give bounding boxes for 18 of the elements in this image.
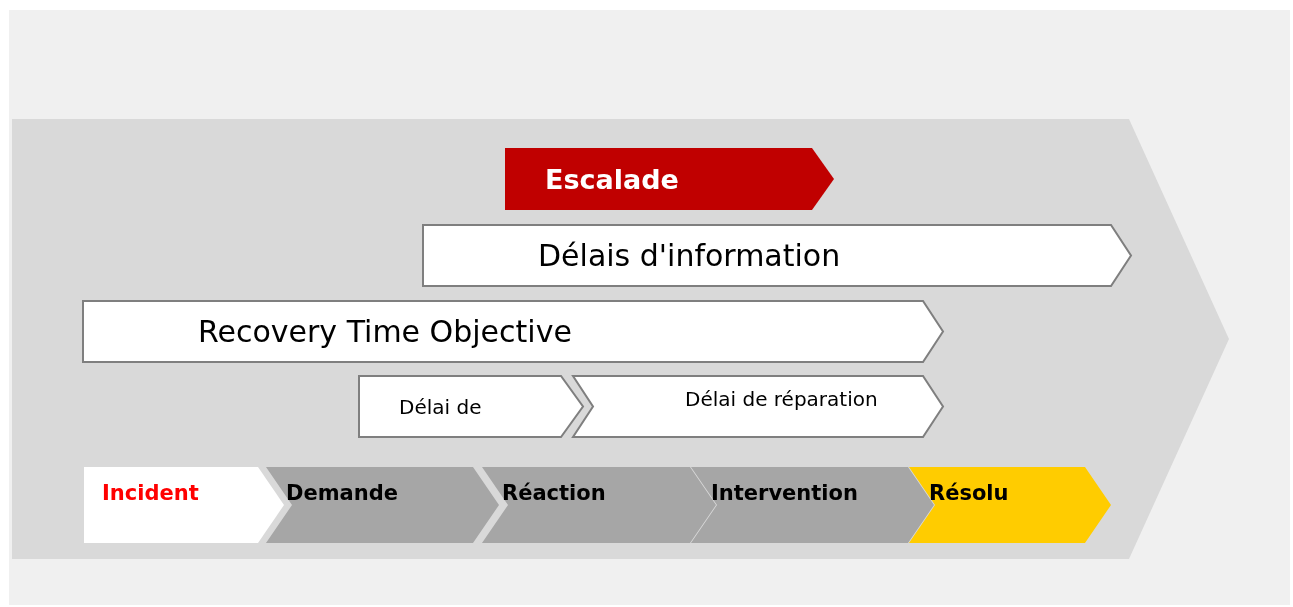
chevron-step <box>909 467 1111 543</box>
chevron-step <box>266 467 499 543</box>
step-label: Intervention <box>711 481 858 505</box>
step-label: Délai de réparation <box>685 387 878 411</box>
step-label: Recovery Time Objective <box>198 314 572 349</box>
arrow-bar <box>83 301 943 362</box>
arrow-bar <box>423 225 1131 286</box>
step-label: Demande <box>286 481 398 505</box>
chevron-step <box>573 376 943 437</box>
step-label: Réaction <box>502 481 606 505</box>
step-label: Résolu <box>929 481 1009 505</box>
arrow-bar <box>359 376 583 437</box>
arrow-bar <box>84 467 284 543</box>
step-label: Délai de <box>399 394 482 419</box>
step-label: Délais d'information <box>538 238 841 273</box>
arrow-bar <box>505 148 834 210</box>
step-label: Incident <box>102 481 199 505</box>
step-label: Escalade <box>545 163 679 195</box>
